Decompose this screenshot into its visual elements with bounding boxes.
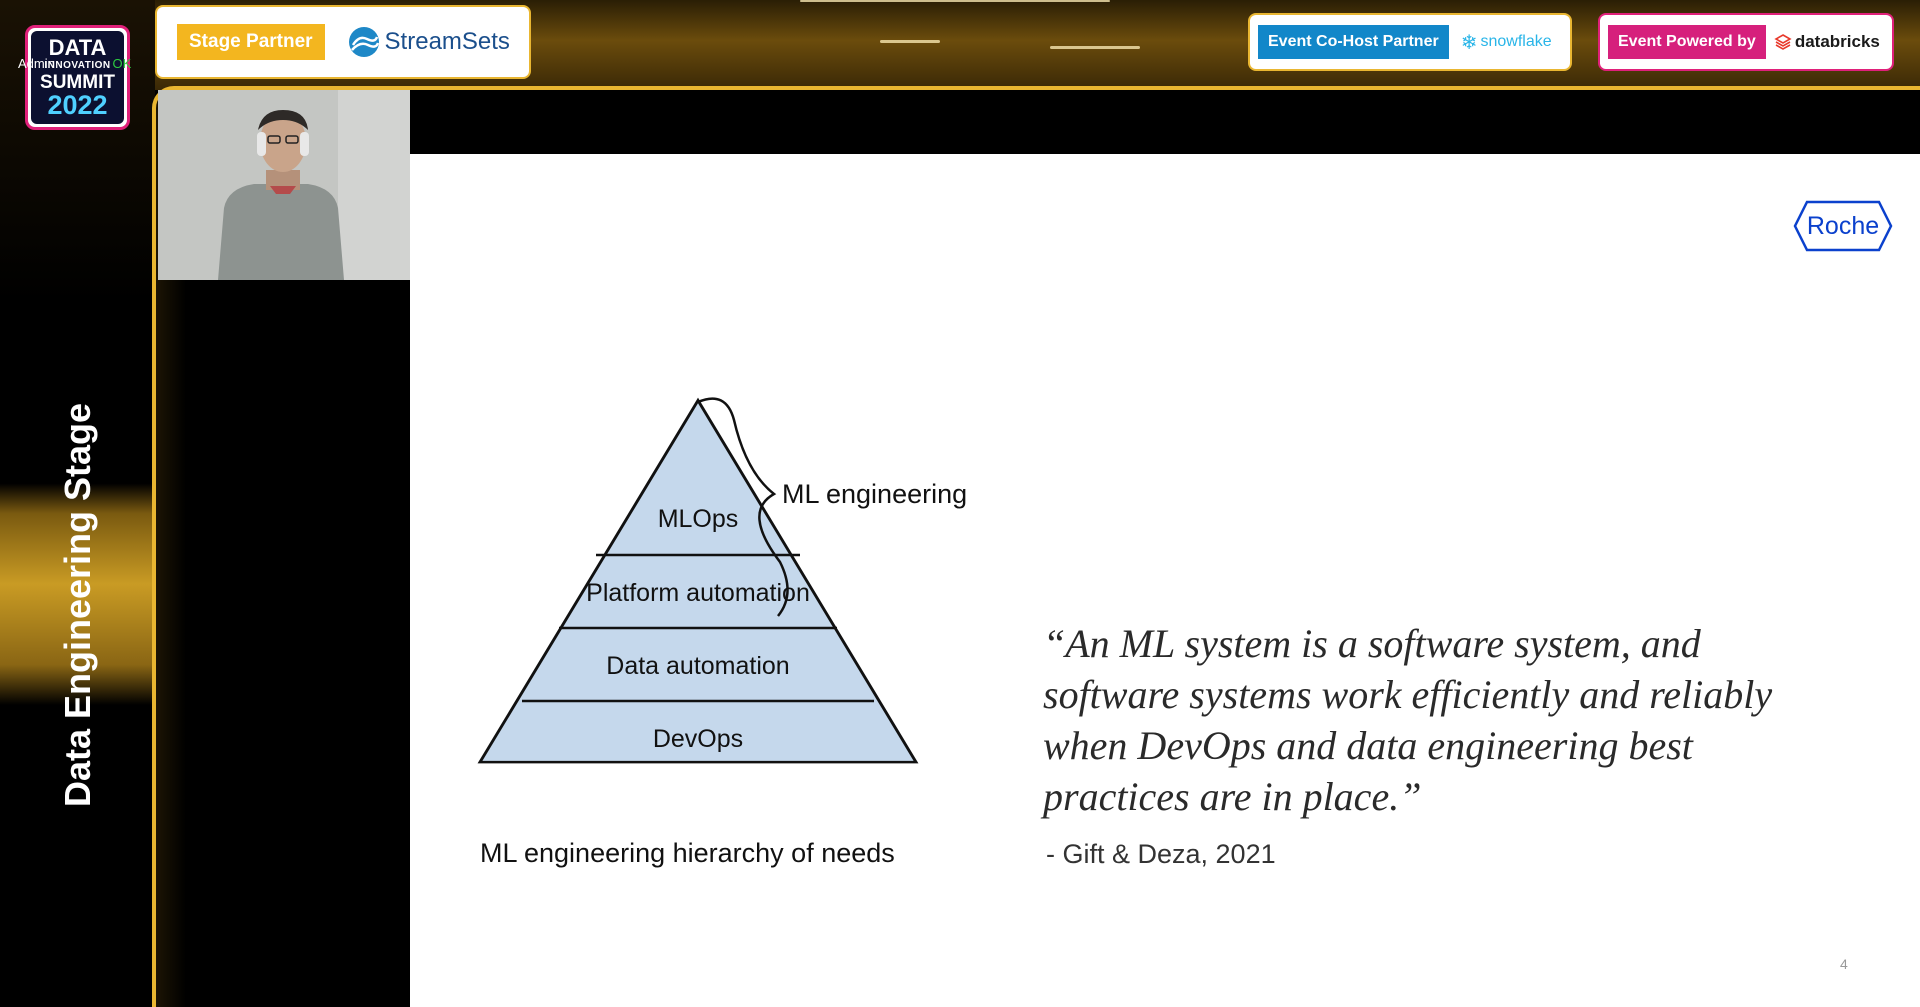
stage-light xyxy=(880,40,940,43)
logo-line-3: SUMMIT xyxy=(40,71,115,93)
powered-tag: Event Powered by xyxy=(1608,25,1766,59)
snowflake-name: snowflake xyxy=(1480,33,1552,50)
slide-page-number: 4 xyxy=(1840,956,1848,972)
pyramid-level-devops: DevOps xyxy=(653,725,743,753)
overlay-user: Admin xyxy=(18,56,55,71)
pyramid-shape xyxy=(477,397,919,764)
admin-overlay: Admin OK xyxy=(18,56,131,71)
ml-engineering-brace xyxy=(697,397,789,617)
logo-line-1: DATA xyxy=(48,34,107,60)
roche-logo-text: Roche xyxy=(1807,212,1879,240)
snowflake-icon: ❄ xyxy=(1460,31,1478,54)
streamsets-name: StreamSets xyxy=(384,28,510,55)
cohost-partner-banner: Event Co-Host Partner ❄ snowflake xyxy=(1250,15,1570,69)
roche-logo: Roche xyxy=(1793,200,1893,252)
presentation-slide: Roche MLOps Platform automation Data aut… xyxy=(410,154,1920,1007)
ml-hierarchy-pyramid: MLOps Platform automation Data automatio… xyxy=(477,397,967,764)
speaker-video-frame xyxy=(158,90,410,280)
databricks-logo: databricks xyxy=(1774,32,1880,52)
pyramid-caption: ML engineering hierarchy of needs xyxy=(480,838,895,868)
speaker-webcam xyxy=(158,90,410,280)
stage-light xyxy=(800,0,1110,2)
databricks-icon xyxy=(1774,34,1792,50)
quote-attribution: - Gift & Deza, 2021 xyxy=(1046,839,1276,869)
pyramid-level-mlops: MLOps xyxy=(658,505,739,533)
snowflake-logo: ❄ snowflake xyxy=(1461,30,1552,55)
streamsets-logo: StreamSets xyxy=(347,25,510,59)
event-logo: DATA INNOVATION SUMMIT 2022 xyxy=(25,25,130,130)
cohost-tag: Event Co-Host Partner xyxy=(1258,25,1449,59)
stage-light xyxy=(1050,46,1140,49)
stage-label: Data Engineering Stage xyxy=(57,402,98,808)
pyramid-level-platform-automation: Platform automation xyxy=(586,579,810,607)
slide-top-band xyxy=(410,90,1920,154)
left-side-panel xyxy=(0,0,155,1007)
databricks-name: databricks xyxy=(1794,32,1880,51)
powered-by-banner: Event Powered by databricks xyxy=(1600,15,1892,69)
logo-line-2: INNOVATION xyxy=(44,59,111,71)
stage-partner-banner: Stage Partner StreamSets xyxy=(157,7,529,77)
brace-label: ML engineering xyxy=(782,479,967,509)
overlay-status: OK xyxy=(112,56,132,71)
slide-quote: “An ML system is a software system, and … xyxy=(1043,621,1773,819)
stage-partner-tag: Stage Partner xyxy=(177,24,325,60)
pyramid-level-data-automation: Data automation xyxy=(606,652,789,680)
logo-line-4: 2022 xyxy=(47,89,108,120)
streamsets-icon xyxy=(348,27,379,57)
